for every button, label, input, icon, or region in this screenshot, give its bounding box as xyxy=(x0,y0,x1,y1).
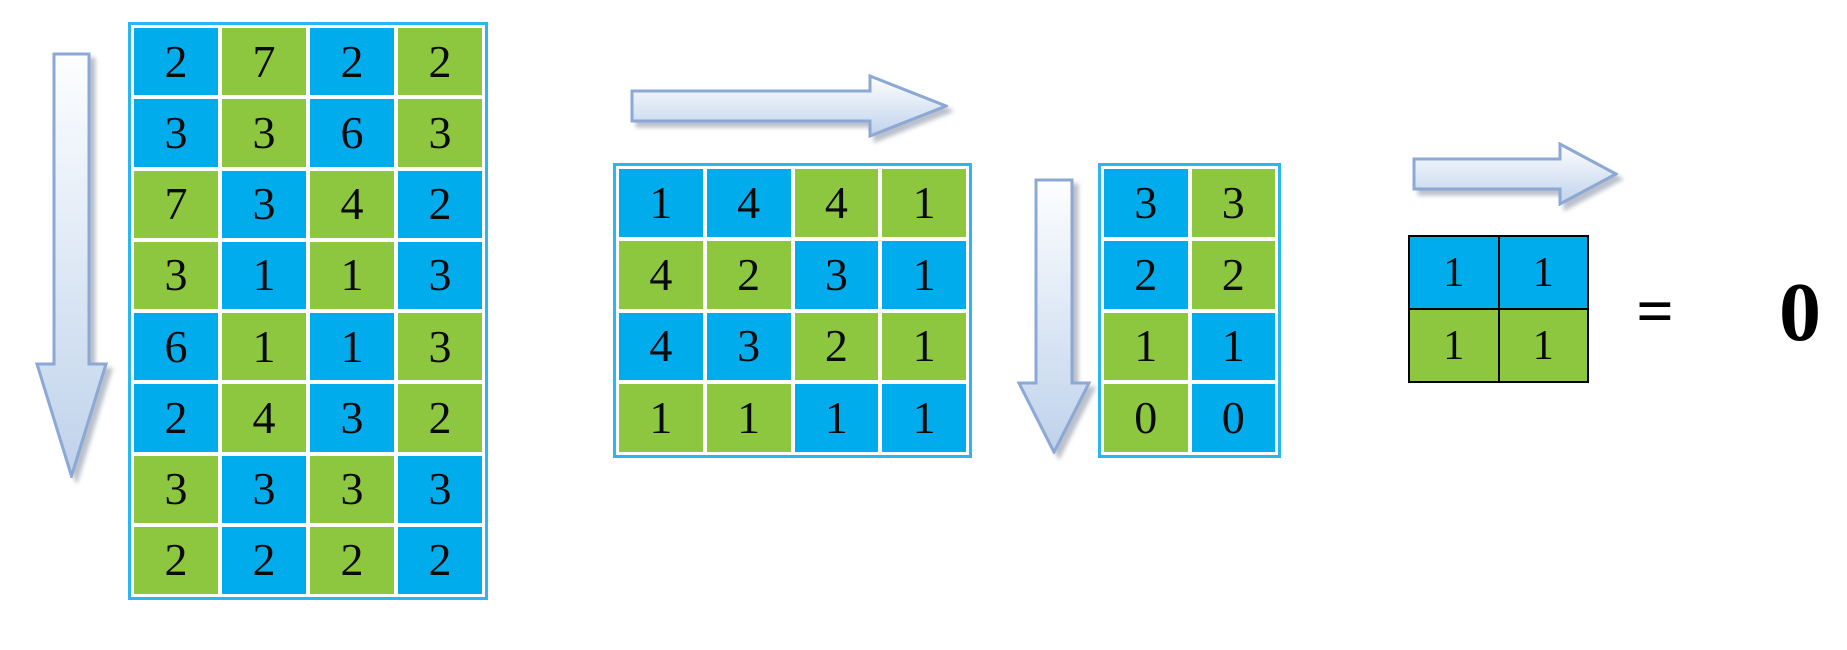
grid-cell: 2 xyxy=(1104,240,1188,309)
grid-cell: 2 xyxy=(706,240,791,309)
grid-cell: 2 xyxy=(222,526,306,594)
grid-cell: 2 xyxy=(134,28,218,96)
grid-cell: 6 xyxy=(134,313,218,381)
grid-cell: 2 xyxy=(794,312,879,381)
grid-cell: 1 xyxy=(310,241,394,309)
equals-sign: = xyxy=(1636,275,1674,348)
grid-cell: 3 xyxy=(398,241,482,309)
grid-cell: 2 xyxy=(398,28,482,96)
grid-cell: 3 xyxy=(222,99,306,167)
grid-cell: 3 xyxy=(222,170,306,238)
grid-cell: 3 xyxy=(134,241,218,309)
grid-cell: 4 xyxy=(794,169,879,237)
grid-cell: 1 xyxy=(882,240,966,309)
grid-cell: 3 xyxy=(310,384,394,452)
grid-cell: 7 xyxy=(134,170,218,238)
grid-cell: 3 xyxy=(398,313,482,381)
grid-cell: 3 xyxy=(706,312,791,381)
result-value: 0 xyxy=(1779,265,1821,359)
down-arrow-icon xyxy=(35,52,108,478)
grid-cell: 2 xyxy=(310,28,394,96)
grid-cell: 1 xyxy=(882,169,966,237)
grid-cell: 1 xyxy=(1499,310,1587,381)
grid-cell: 4 xyxy=(706,169,791,237)
grid-cell: 2 xyxy=(1191,240,1275,309)
grid-cell: 1 xyxy=(222,241,306,309)
grid-cell: 3 xyxy=(134,99,218,167)
grid-cell: 4 xyxy=(619,312,703,381)
grid-cell: 1 xyxy=(1499,237,1587,308)
grid-cell: 1 xyxy=(882,312,966,381)
grid-cell: 2 xyxy=(398,526,482,594)
grid-cell: 0 xyxy=(1191,384,1275,452)
grid-cell: 2 xyxy=(398,384,482,452)
grid-cell: 3 xyxy=(134,455,218,523)
grid-cell: 1 xyxy=(310,313,394,381)
grid-cell: 1 xyxy=(222,313,306,381)
grid-cell: 1 xyxy=(619,169,703,237)
right-arrow-icon xyxy=(1412,142,1618,206)
grid-cell: 1 xyxy=(794,384,879,452)
grid-cell: 1 xyxy=(1104,312,1188,381)
grid-cell: 3 xyxy=(398,99,482,167)
grid-cell: 4 xyxy=(310,170,394,238)
right-arrow-icon xyxy=(630,74,948,138)
grid-cell: 1 xyxy=(882,384,966,452)
grid-cell: 4 xyxy=(619,240,703,309)
grid-cell: 1 xyxy=(1191,312,1275,381)
down-arrow-icon xyxy=(1017,178,1091,454)
grid-cell: 3 xyxy=(1191,169,1275,237)
grid-cell: 1 xyxy=(706,384,791,452)
grid-cell: 6 xyxy=(310,99,394,167)
grid-cell: 3 xyxy=(1104,169,1188,237)
grid-cell: 2 xyxy=(134,526,218,594)
grid-cell: 1 xyxy=(619,384,703,452)
grid-cell: 3 xyxy=(398,455,482,523)
grid-cell: 2 xyxy=(310,526,394,594)
grid-cell: 3 xyxy=(310,455,394,523)
grid-cell: 2 xyxy=(398,170,482,238)
grid-cell: 1 xyxy=(1410,237,1498,308)
grid-cell: 1 xyxy=(1410,310,1498,381)
grid-cell: 3 xyxy=(794,240,879,309)
grid-cell: 0 xyxy=(1104,384,1188,452)
grid-cell: 3 xyxy=(222,455,306,523)
grid-cell: 4 xyxy=(222,384,306,452)
grid-cell: 2 xyxy=(134,384,218,452)
grid-cell: 7 xyxy=(222,28,306,96)
